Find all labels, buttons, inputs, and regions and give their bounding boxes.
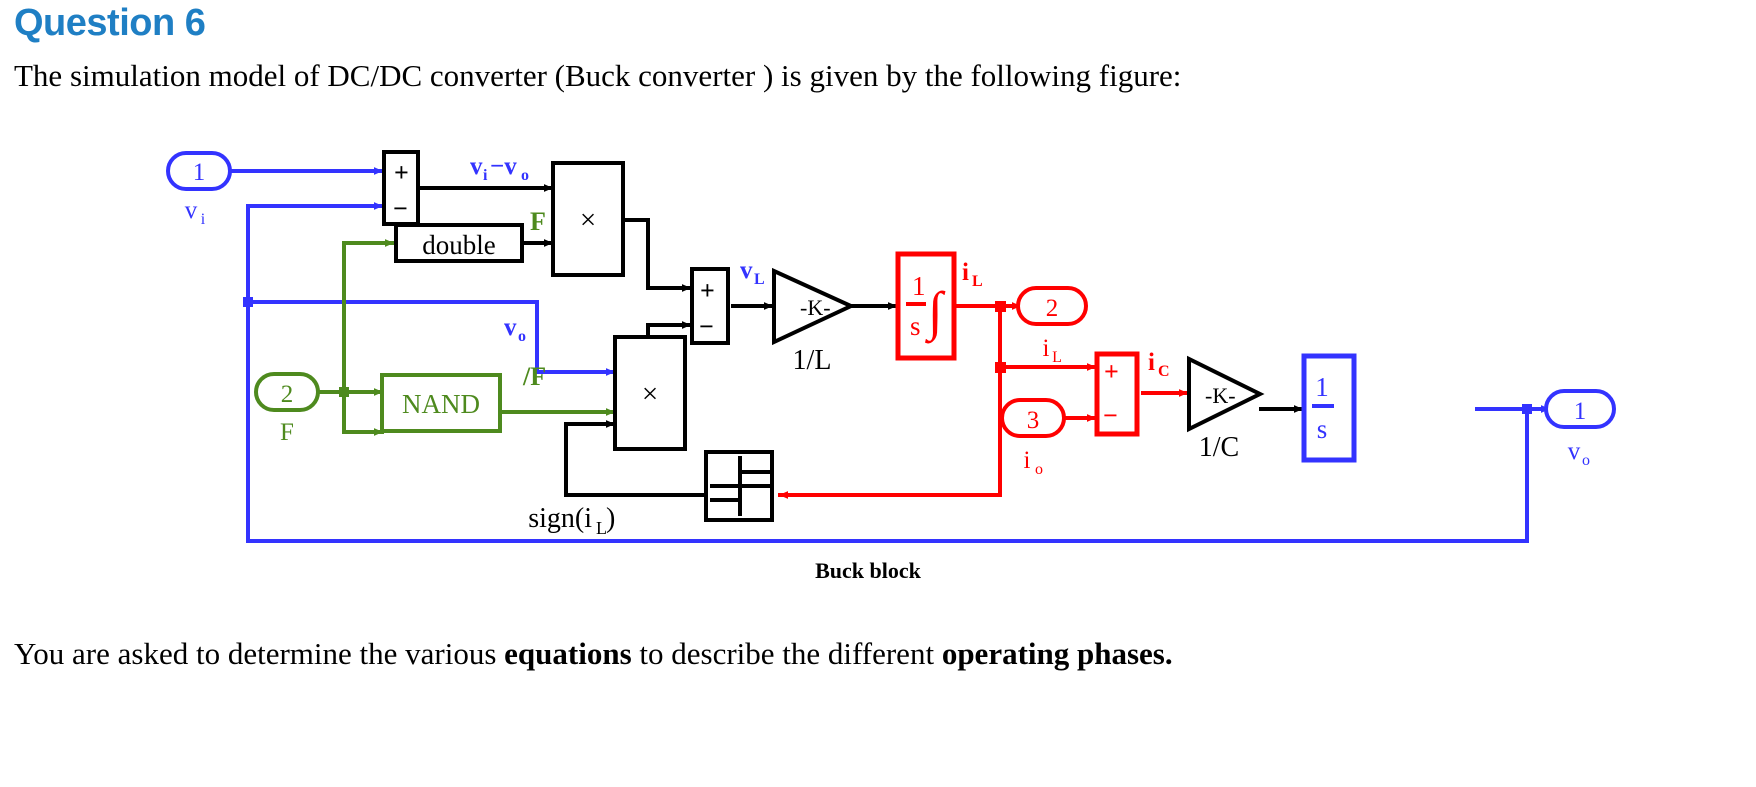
inport-3-io — [1000, 398, 1066, 438]
signal-label-vL: v — [740, 257, 753, 284]
inport-1-number: 1 — [193, 159, 206, 186]
outport-1-vo — [1544, 389, 1616, 429]
signal-label-iL-subscript: L — [972, 273, 983, 290]
outport-1-label-sub: o — [1582, 452, 1590, 469]
question-outro-text: You are asked to determine the various e… — [14, 636, 1173, 672]
outport-1-label: v — [1568, 438, 1581, 465]
inport-2-label: F — [280, 419, 294, 446]
outro-part-1: You are asked to determine the various — [14, 636, 505, 671]
inport-2-F — [254, 372, 320, 412]
sum2-minus-sign: − — [699, 312, 714, 341]
outport-2-number: 2 — [1046, 295, 1059, 322]
block-double-label: double — [422, 230, 496, 260]
inport-1-vi — [166, 151, 232, 191]
outport-2-label-sub: L — [1052, 349, 1062, 366]
integrator-iL-denominator: s — [910, 311, 921, 341]
junction-dot-F — [339, 387, 349, 397]
sign-block-label-end: ) — [606, 503, 615, 534]
outro-bold-equations: equations — [504, 636, 632, 671]
signal-label-iC-subscript: C — [1158, 363, 1170, 380]
block-nand — [380, 373, 502, 433]
inport-3-label-sub: o — [1035, 461, 1043, 478]
gain-1C-label: 1/C — [1199, 432, 1239, 463]
sum1-minus-sign: − — [393, 194, 408, 223]
outport-2-iL — [1016, 286, 1088, 326]
signal-label-minus-vo: −v — [490, 153, 517, 180]
outro-part-2: to describe the different — [631, 636, 942, 671]
signal-label-vo-sub: o — [521, 167, 529, 184]
sign-block-label: sign(i — [528, 503, 592, 534]
inport-3-label: i — [1024, 447, 1031, 474]
outport-1-number: 1 — [1574, 398, 1587, 425]
junction-dot-vo-left — [243, 297, 253, 307]
outport-2-label: i — [1043, 335, 1050, 362]
inport-3-number: 3 — [1027, 407, 1040, 434]
wire-mult1-to-sum2-plus — [619, 218, 692, 292]
signal-label-vL-subscript: L — [754, 271, 765, 288]
signal-label-vi-sub: i — [483, 167, 488, 184]
signal-label-vo: v — [504, 314, 517, 341]
sign-block-label-sub: L — [596, 518, 607, 538]
sum3-minus-sign: − — [1103, 401, 1118, 430]
wire-F-to-nand-in2 — [342, 390, 384, 436]
inport-1-label: v — [185, 197, 198, 224]
block-mult2 — [613, 335, 687, 451]
wire-sign-to-mult2 — [564, 420, 706, 497]
mult2-symbol: × — [642, 378, 658, 410]
mult1-symbol: × — [580, 204, 596, 236]
block-sum2 — [690, 267, 730, 345]
gain-1C-symbol: -K- — [1205, 383, 1236, 408]
integrator-iL-integral-icon: ∫ — [925, 281, 946, 344]
sum3-plus-sign: + — [1104, 357, 1119, 386]
junction-dot-vo-right — [1522, 404, 1532, 414]
integrator-iL-numerator: 1 — [912, 271, 926, 301]
gain-1L-label: 1/L — [793, 345, 832, 376]
buck-converter-diagram: 1 v i 2 F 3 i o 2 i L 1 v o + − double ×… — [0, 130, 1756, 630]
question-intro-text: The simulation model of DC/DC converter … — [14, 58, 1182, 93]
signal-label-F: F — [530, 207, 546, 236]
integrator-vo-denominator: s — [1317, 414, 1328, 444]
nand-label: NAND — [402, 389, 480, 419]
signal-label-vi: v — [470, 153, 483, 180]
gain-1L-symbol: -K- — [800, 295, 831, 320]
inport-1-label-sub: i — [201, 211, 206, 228]
signal-label-iC: i — [1148, 349, 1155, 376]
sum2-plus-sign: + — [700, 276, 715, 305]
wire-F-to-double — [342, 239, 395, 394]
sum1-plus-sign: + — [394, 158, 409, 187]
signal-label-iL: i — [962, 259, 969, 286]
outro-bold-phases: operating phases. — [941, 636, 1173, 671]
junction-dot-iL-mid — [995, 362, 1006, 373]
signal-label-vo-subscript: o — [518, 328, 526, 345]
block-mult1 — [551, 161, 625, 277]
block-double — [394, 223, 524, 263]
block-gain-1L — [772, 267, 856, 346]
block-gain-1C — [1187, 355, 1265, 433]
block-sum1 — [382, 150, 420, 226]
inport-2-number: 2 — [281, 381, 294, 408]
page-title: Question 6 — [14, 2, 206, 44]
block-sum3 — [1094, 351, 1140, 437]
wire-vo-to-mult2 — [246, 300, 616, 376]
integrator-vo-numerator: 1 — [1315, 372, 1329, 402]
signal-label-notF: /F — [522, 362, 546, 391]
